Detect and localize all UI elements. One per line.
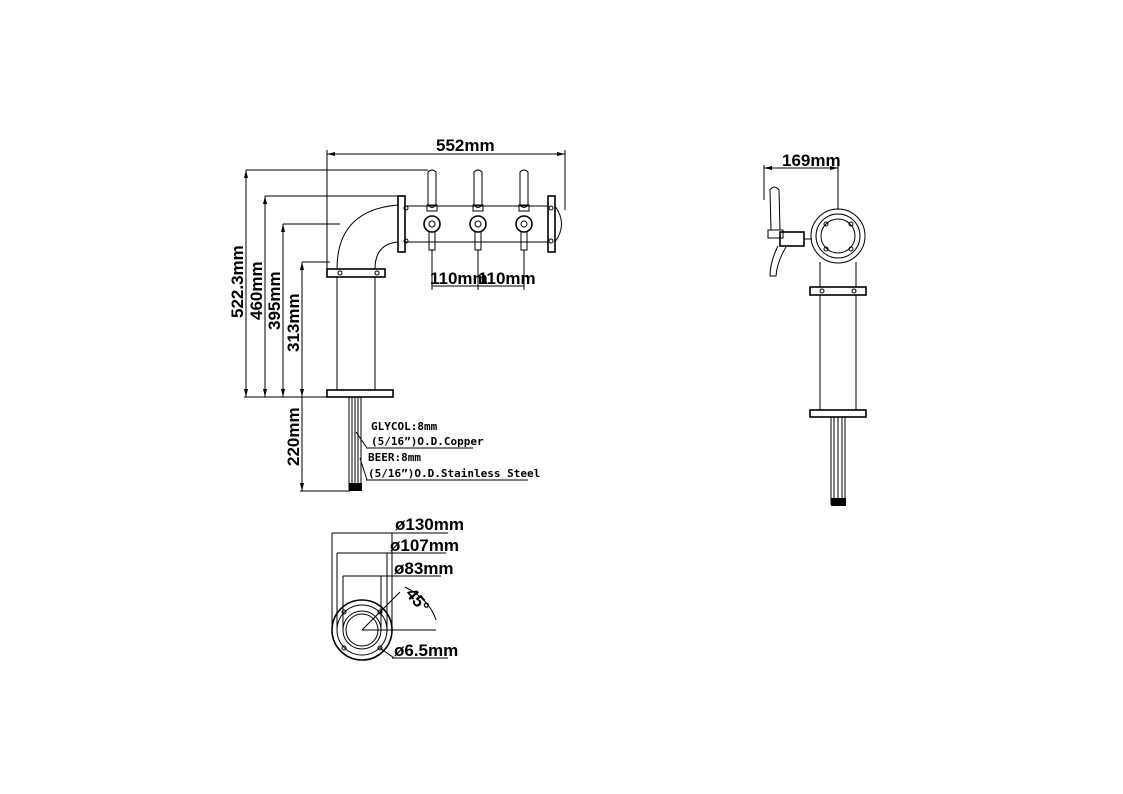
front-view: 552mm 110mm 110mm 522.3mm 460mm 395mm 31…	[228, 136, 566, 492]
tap-spout	[428, 231, 436, 251]
elbow-inner	[374, 241, 399, 270]
bolt-hole-icon	[341, 609, 347, 615]
height-tube-top-label: 395mm	[265, 271, 284, 330]
tap-1	[423, 169, 441, 251]
tap-body-icon	[474, 220, 482, 228]
bolt-icon	[851, 288, 857, 294]
height-top-flange-label: 460mm	[247, 261, 266, 320]
base-flange	[326, 389, 394, 398]
tap-2	[469, 169, 487, 251]
angle-leader	[361, 591, 401, 631]
height-lines-label: 220mm	[284, 407, 303, 466]
tap-handle-icon	[427, 169, 437, 208]
tap-handle-icon	[519, 169, 529, 208]
end-flange	[547, 195, 556, 253]
bolt-icon	[374, 270, 380, 276]
tap-spacing-label-1: 110mm	[430, 269, 488, 288]
lines-bundle	[830, 417, 846, 506]
bolt-icon	[823, 246, 829, 252]
dimension-depth	[763, 165, 839, 210]
tap-spout	[520, 231, 528, 251]
tap-collar	[767, 229, 784, 239]
bolt-hole-icon	[341, 645, 347, 651]
bolt-circle-label: ø107mm	[390, 536, 459, 555]
tap-body-icon	[515, 215, 533, 233]
note-glycol-material: (5/16”)O.D.Copper	[371, 435, 484, 448]
bolt-icon	[823, 221, 829, 227]
head-bore	[820, 218, 856, 254]
bolt-hole-icon	[377, 609, 383, 615]
dimension-tap-spacing	[431, 250, 525, 290]
tap-body-icon	[520, 220, 528, 228]
note-glycol: GLYCOL:8mm	[371, 420, 438, 433]
height-column-label: 313mm	[284, 293, 303, 352]
dimension-heights	[244, 169, 428, 492]
note-leader	[355, 431, 368, 449]
end-cap	[554, 205, 562, 243]
tap-collar	[472, 204, 484, 212]
note-leader	[359, 457, 368, 481]
note-beer-material: (5/16”)O.D.Stainless Steel	[368, 467, 540, 480]
column-diameter-label: ø83mm	[394, 559, 454, 578]
depth-label: 169mm	[782, 151, 841, 170]
column-top-flange	[326, 268, 386, 278]
bolt-icon	[403, 238, 409, 244]
bolt-hole-label: ø6.5mm	[394, 641, 458, 660]
tap-collar	[518, 204, 530, 212]
bolt-icon	[337, 270, 343, 276]
bolt-hole-icon	[377, 645, 383, 651]
lines-bundle	[348, 397, 362, 491]
bolt-angle-label: 45°	[402, 584, 433, 616]
column-tube	[336, 276, 376, 391]
bolt-icon	[848, 246, 854, 252]
tap-spacing-label-2: 110mm	[478, 269, 536, 288]
tap-handle-icon	[769, 186, 781, 231]
tap-body-icon	[469, 215, 487, 233]
bolt-icon	[548, 205, 554, 211]
side-view: 169mm	[763, 151, 867, 506]
bolt-icon	[848, 221, 854, 227]
tap-body-icon	[428, 220, 436, 228]
column-top-flange	[809, 286, 867, 296]
base-view: ø130mm ø107mm ø83mm 45° ø6.5mm	[331, 515, 464, 661]
width-label: 552mm	[436, 136, 495, 155]
tap-handle-icon	[473, 169, 483, 208]
tap-spout	[474, 231, 482, 251]
tap-collar	[426, 204, 438, 212]
bolt-icon	[819, 288, 825, 294]
height-overall-label: 522.3mm	[228, 245, 247, 318]
tap-3	[515, 169, 533, 251]
note-beer: BEER:8mm	[368, 451, 421, 464]
tap-spout	[769, 245, 787, 277]
bolt-icon	[548, 238, 554, 244]
head-outer	[810, 208, 866, 264]
side-tap	[767, 186, 812, 277]
tap-body-icon	[423, 215, 441, 233]
angle-arc	[404, 586, 437, 621]
tap-body-icon	[779, 231, 805, 247]
elbow-flange	[397, 195, 406, 253]
head-inner	[815, 213, 861, 259]
column-tube	[819, 294, 857, 411]
flange-diameter-label: ø130mm	[395, 515, 464, 534]
elbow-outer	[336, 204, 399, 270]
base-flange	[809, 409, 867, 418]
